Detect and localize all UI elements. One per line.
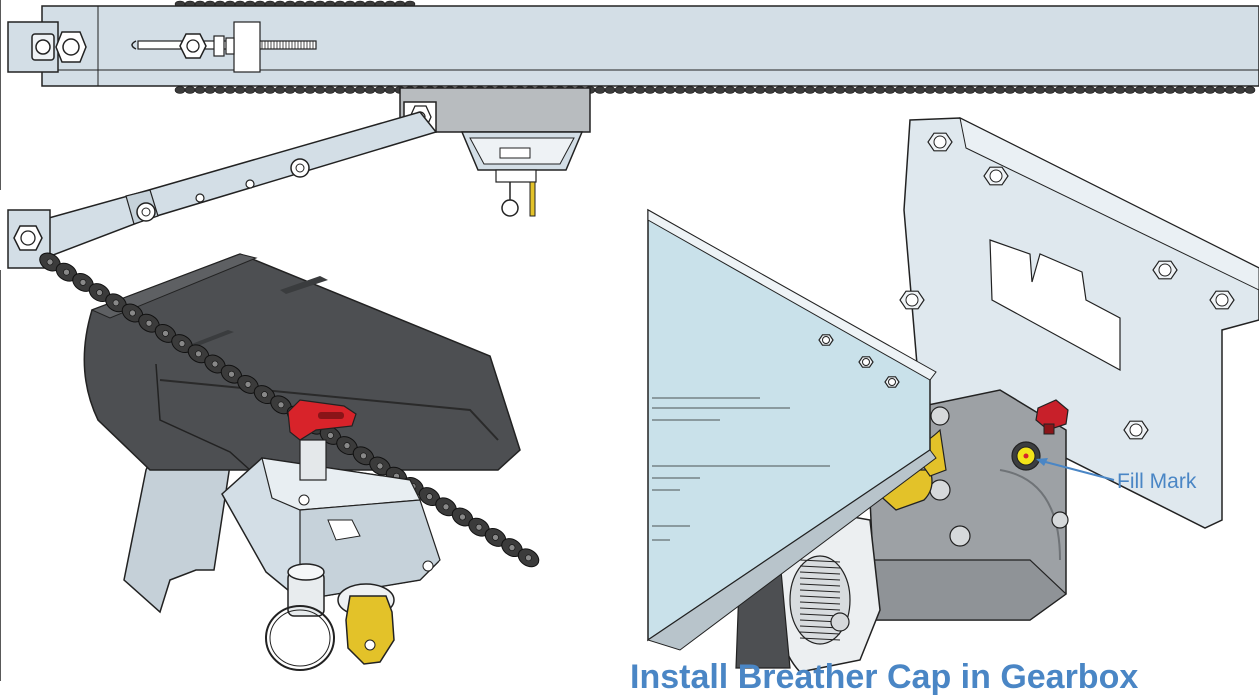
hex-bolt [983, 166, 1009, 186]
rail-assembly [7, 0, 1259, 94]
chain-link [336, 436, 358, 456]
pull-pin[interactable] [265, 563, 335, 671]
release-detail [39, 252, 540, 671]
hex-bolt [1209, 290, 1235, 310]
fill-mark-leader [1036, 458, 1115, 481]
chain-link [253, 385, 276, 405]
chain-link [270, 395, 292, 415]
pull-pin-ring-icon [501, 199, 519, 217]
release-handle[interactable] [287, 399, 357, 441]
hex-bolt [927, 132, 953, 152]
chain-link [171, 334, 193, 354]
hex-bolt [884, 376, 900, 388]
gearbox-detail [646, 117, 1259, 673]
lock-housing [221, 439, 441, 601]
threaded-rod-assembly [131, 21, 317, 73]
hex-bolt [1123, 420, 1149, 440]
hex-bolt [818, 334, 834, 346]
hex-bolt [899, 290, 925, 310]
breather-cap-icon [1035, 399, 1069, 435]
rail-bolt [55, 31, 87, 63]
chain-link [517, 548, 540, 568]
chain-link [72, 272, 94, 292]
chain-link [39, 252, 61, 272]
chain-link [237, 374, 259, 394]
fill-mark-dot-icon [1011, 441, 1041, 471]
door-arm [7, 111, 438, 269]
cover-panel [646, 208, 937, 651]
chain-link [154, 323, 177, 343]
trolley [399, 87, 591, 217]
hex-bolt [1152, 260, 1178, 280]
chain-link [369, 456, 391, 476]
step-caption: Install Breather Cap in Gearbox [630, 658, 1139, 696]
key-icon[interactable] [337, 583, 395, 665]
chain-link [88, 283, 111, 303]
rail-bolt [31, 33, 55, 61]
pull-pin-ring-icon[interactable] [265, 605, 335, 671]
installation-diagram [0, 0, 1259, 681]
hex-bolt [858, 356, 874, 368]
fill-mark-callout: Fill Mark [1117, 470, 1197, 493]
chain-link [204, 354, 226, 374]
chain-link [451, 507, 474, 527]
